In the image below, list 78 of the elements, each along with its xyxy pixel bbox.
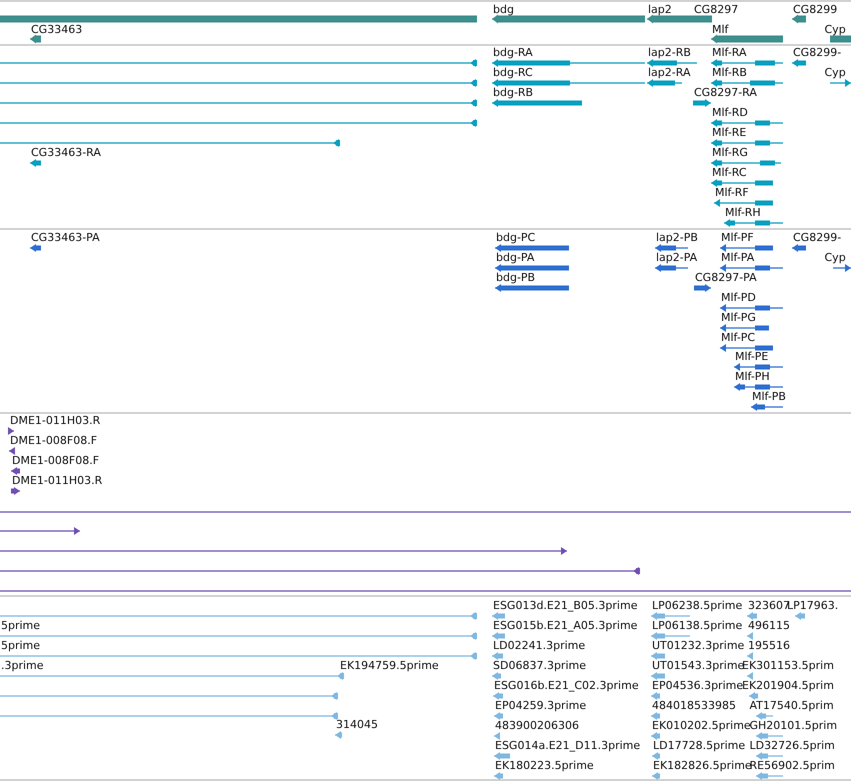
feature-label: EK194759.5prime: [340, 659, 439, 672]
feature-label: Cyp: [824, 66, 846, 79]
feature-label: EK180223.5prime: [495, 759, 594, 772]
feature-label: Mlf-PB: [752, 390, 786, 403]
feature-label: Mlf-PF: [721, 231, 754, 244]
feature-label: DME1-008F08.F: [10, 434, 98, 447]
feature-label: 496115: [748, 619, 790, 632]
feature-label: DME1-011H03.R: [12, 474, 102, 487]
feature-label: EK201904.5prim: [742, 679, 834, 692]
feature-label: 195516: [748, 639, 790, 652]
feature-label: CG8297-PA: [695, 271, 757, 284]
feature-label: Cyp: [824, 251, 846, 264]
feature-label: CG33463: [31, 23, 82, 36]
feature-label: Mlf-RC: [712, 166, 747, 179]
feature-label: lap2-RB: [648, 46, 691, 59]
feature-label: UT01543.3prime: [652, 659, 744, 672]
feature-label: EK182826.5prime: [653, 759, 752, 772]
feature-label: LD02241.3prime: [493, 639, 586, 652]
feature-label: .3prime: [1, 659, 44, 672]
feature-label: SD06837.3prime: [493, 659, 586, 672]
feature-label: lap2-PB: [656, 231, 698, 244]
feature-label: CG8297-RA: [694, 86, 757, 99]
feature-label: CG33463-PA: [31, 231, 100, 244]
feature-label: GH20101.5prim: [750, 719, 838, 732]
feature-label: CG8299: [793, 3, 838, 16]
feature-label: ESG013d.E21_B05.3prime: [493, 599, 638, 612]
feature-label: DME1-008F08.F: [12, 454, 100, 467]
feature-label: Mlf-PC: [721, 331, 756, 344]
feature-label: bdg: [493, 3, 514, 16]
feature-label: LP06138.5prime: [652, 619, 742, 632]
feature-label: ESG016b.E21_C02.3prime: [494, 679, 639, 692]
feature-label: 314045: [336, 718, 378, 731]
feature-label: Mlf-PH: [735, 370, 770, 383]
feature-label: lap2: [648, 3, 672, 16]
feature-label: LP17963.: [787, 599, 838, 612]
feature-label: EK301153.5prim: [742, 659, 834, 672]
feature-label: 484018533985: [652, 699, 736, 712]
feature-label: bdg-PB: [496, 271, 536, 284]
feature-label: 323607: [748, 599, 790, 612]
feature-label: Mlf-RB: [712, 66, 747, 79]
feature-label: Mlf-PA: [721, 251, 754, 264]
feature-label: Mlf-RE: [712, 126, 746, 139]
feature-label: LD17728.5prime: [653, 739, 746, 752]
feature-label: lap2-PA: [656, 251, 698, 264]
feature-label: AT17540.5prim: [750, 699, 834, 712]
feature-label: Mlf-PE: [735, 350, 768, 363]
feature-label: Mlf-RH: [725, 206, 761, 219]
feature-label: Mlf-RG: [712, 146, 748, 159]
feature-label: Cyp: [824, 23, 846, 36]
feature-label: lap2-RA: [648, 66, 690, 79]
feature-label: LP06238.5prime: [652, 599, 742, 612]
feature-label: Mlf-RA: [712, 46, 747, 59]
feature-label: CG8299-: [793, 231, 842, 244]
feature-label: Mlf-RD: [712, 106, 748, 119]
feature-label: bdg-PC: [496, 231, 536, 244]
feature-label: Mlf-PG: [721, 311, 756, 324]
feature-label: bdg-PA: [496, 251, 534, 264]
feature-label: EK010202.5prime: [652, 719, 751, 732]
feature-label: bdg-RB: [493, 86, 534, 99]
feature-label: RE56902.5prim: [750, 759, 835, 772]
feature-label: ESG014a.E21_D11.3prime: [495, 739, 640, 752]
feature-label: 5prime: [1, 619, 40, 632]
feature-label: bdg-RA: [493, 46, 533, 59]
feature-label: 5prime: [1, 639, 40, 652]
feature-label: CG8297: [694, 3, 738, 16]
feature-label: CG8299-: [793, 46, 842, 59]
feature-label: Mlf-RF: [715, 186, 749, 199]
feature-label: 483900206306: [495, 719, 579, 732]
feature-label: UT01232.3prime: [652, 639, 744, 652]
feature-label: LD32726.5prim: [750, 739, 835, 752]
feature-label: EP04259.3prime: [495, 699, 586, 712]
feature-label: DME1-011H03.R: [10, 414, 100, 427]
feature-label: Mlf-PD: [721, 291, 756, 304]
feature-label: ESG015b.E21_A05.3prime: [493, 619, 638, 632]
feature-label: bdg-RC: [493, 66, 533, 79]
feature-label: EP04536.3prime: [652, 679, 744, 692]
feature-label: Mlf: [712, 23, 728, 36]
feature-label: CG33463-RA: [31, 146, 101, 159]
